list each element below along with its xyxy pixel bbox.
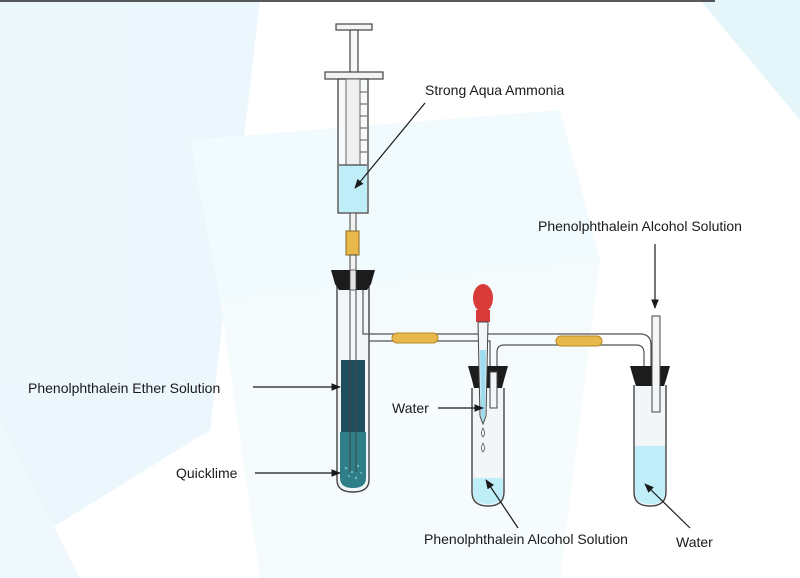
arrow-alcohol-bottom xyxy=(485,479,519,529)
plunger-cap xyxy=(335,23,373,31)
left-test-tube xyxy=(331,269,375,493)
syringe-needle xyxy=(349,254,357,272)
rubber-connector-left xyxy=(391,332,439,344)
plunger-inner xyxy=(345,78,361,166)
right-vertical-tube xyxy=(651,315,661,413)
middle-tube-stopper xyxy=(468,366,508,388)
middle-alcohol-solution xyxy=(473,478,503,504)
syringe-graduations xyxy=(360,91,367,153)
right-tube-stopper xyxy=(630,366,670,386)
dropper-bulb xyxy=(473,284,493,312)
label-phenolphthalein-alcohol-bottom: Phenolphthalein Alcohol Solution xyxy=(424,531,628,547)
syringe-connector xyxy=(345,230,360,256)
ether-solution-layer xyxy=(341,360,365,432)
label-strong-aqua-ammonia: Strong Aqua Ammonia xyxy=(425,82,565,98)
middle-outlet-tube xyxy=(489,371,498,409)
syringe xyxy=(324,23,384,272)
syringe-ammonia-liquid xyxy=(339,165,367,212)
label-water-right: Water xyxy=(676,534,713,550)
label-arrows xyxy=(253,102,691,529)
water-drop-2 xyxy=(481,442,485,453)
rubber-connector-right xyxy=(555,335,603,347)
right-test-tube xyxy=(630,315,670,507)
arrow-water-right xyxy=(644,483,691,529)
middle-tube-glass xyxy=(471,388,505,507)
dropper-water xyxy=(480,350,486,422)
arrow-strong-aqua-ammonia xyxy=(354,102,426,189)
plunger-rod xyxy=(349,29,359,75)
quicklime-layer xyxy=(340,432,366,488)
syringe-flange xyxy=(324,71,384,80)
middle-test-tube xyxy=(468,284,508,507)
label-phenolphthalein-alcohol-top: Phenolphthalein Alcohol Solution xyxy=(538,218,742,234)
label-quicklime: Quicklime xyxy=(176,465,238,481)
label-water-dropper: Water xyxy=(392,400,429,416)
right-water xyxy=(635,446,665,504)
water-drop-1 xyxy=(481,427,485,438)
syringe-needle-hub xyxy=(349,212,357,232)
label-phenolphthalein-ether: Phenolphthalein Ether Solution xyxy=(28,380,220,396)
quicklime-speckles xyxy=(344,464,362,480)
